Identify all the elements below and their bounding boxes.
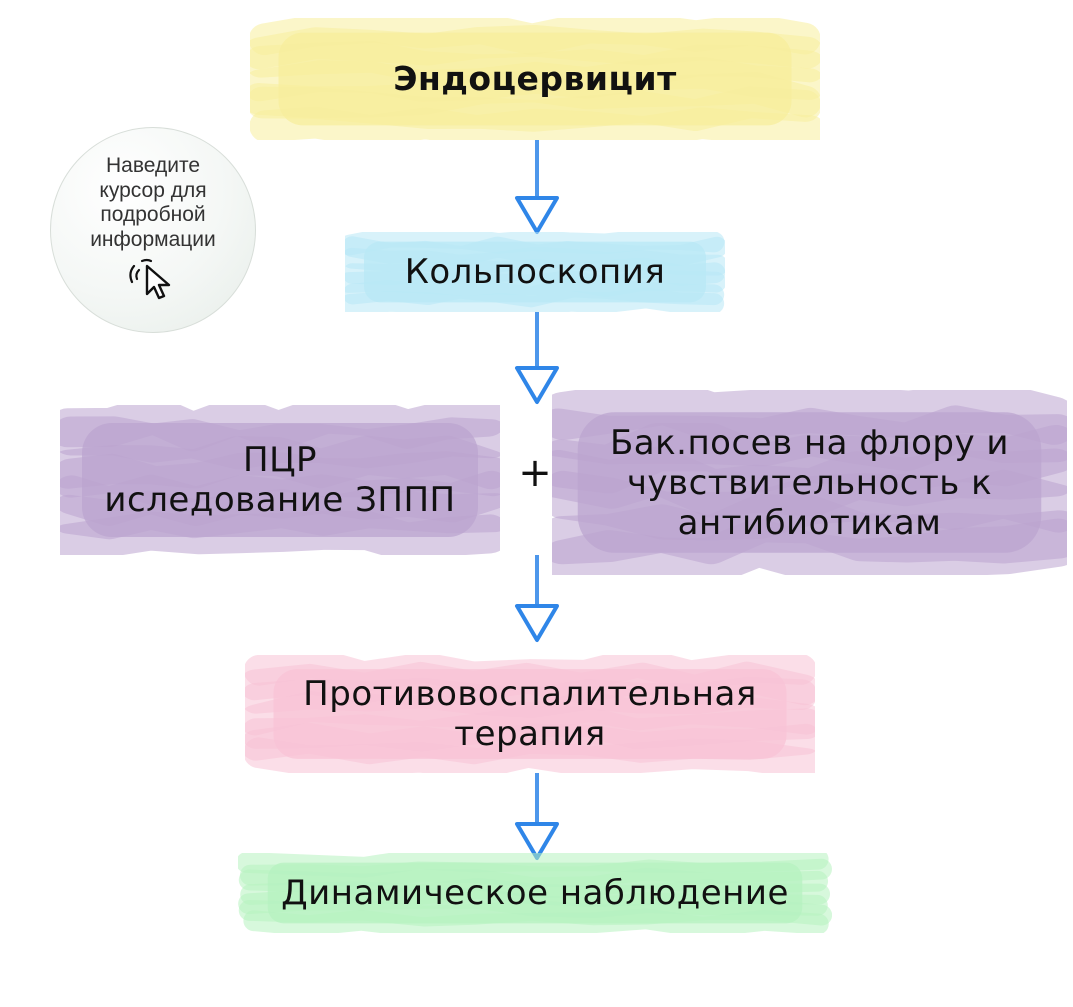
brush-core (278, 32, 792, 126)
brush-core (267, 862, 803, 924)
node-label: Эндоцервицит (393, 59, 677, 98)
node-label-line: Бак.посев на флору и (609, 422, 1010, 463)
node-label-line: чувствительность к (626, 462, 993, 503)
node-label-line: терапия (454, 714, 606, 754)
arrow-head (515, 822, 559, 860)
node-endocervicitis[interactable]: Эндоцервицит (250, 18, 820, 140)
node-label-line: иследование ЗППП (104, 480, 456, 520)
node-label: Бак.посев на флору и чувствительность к … (610, 423, 1009, 543)
brush-background (245, 655, 815, 773)
node-label: ПЦР иследование ЗППП (104, 440, 455, 520)
plus-sign: + (518, 450, 552, 496)
brush-core (273, 669, 787, 759)
node-colposcopy[interactable]: Кольпоскопия (345, 232, 725, 312)
arrow-head (515, 604, 559, 642)
node-label: Динамическое наблюдение (281, 873, 789, 913)
brush-background (345, 232, 725, 312)
brush-core (577, 412, 1042, 553)
brush-background (60, 405, 500, 555)
brush-background (250, 18, 820, 140)
hover-hint-badge[interactable]: Наведите курсор для подробной информации (50, 127, 256, 333)
node-bacterial-culture[interactable]: Бак.посев на флору и чувствительность к … (552, 390, 1067, 575)
pointer-cursor-icon (129, 258, 171, 300)
node-label-line: Противовоспалительная (303, 674, 757, 714)
node-label: Кольпоскопия (404, 252, 666, 292)
brush-core (82, 423, 478, 537)
arrow-head (515, 196, 559, 234)
node-label: Противовоспалительная терапия (303, 674, 757, 754)
node-label-line: ПЦР (243, 440, 317, 480)
arrow-head (515, 366, 559, 404)
node-pcr-std-test[interactable]: ПЦР иследование ЗППП (60, 405, 500, 555)
brush-stroke (345, 232, 725, 256)
brush-background (238, 853, 832, 933)
node-dynamic-observation[interactable]: Динамическое наблюдение (238, 853, 832, 933)
node-label-line: антибиотикам (677, 502, 942, 543)
node-anti-inflammatory-therapy[interactable]: Противовоспалительная терапия (245, 655, 815, 773)
brush-background (552, 390, 1067, 575)
brush-core (364, 241, 706, 303)
hint-text: Наведите курсор для подробной информации (90, 154, 216, 251)
